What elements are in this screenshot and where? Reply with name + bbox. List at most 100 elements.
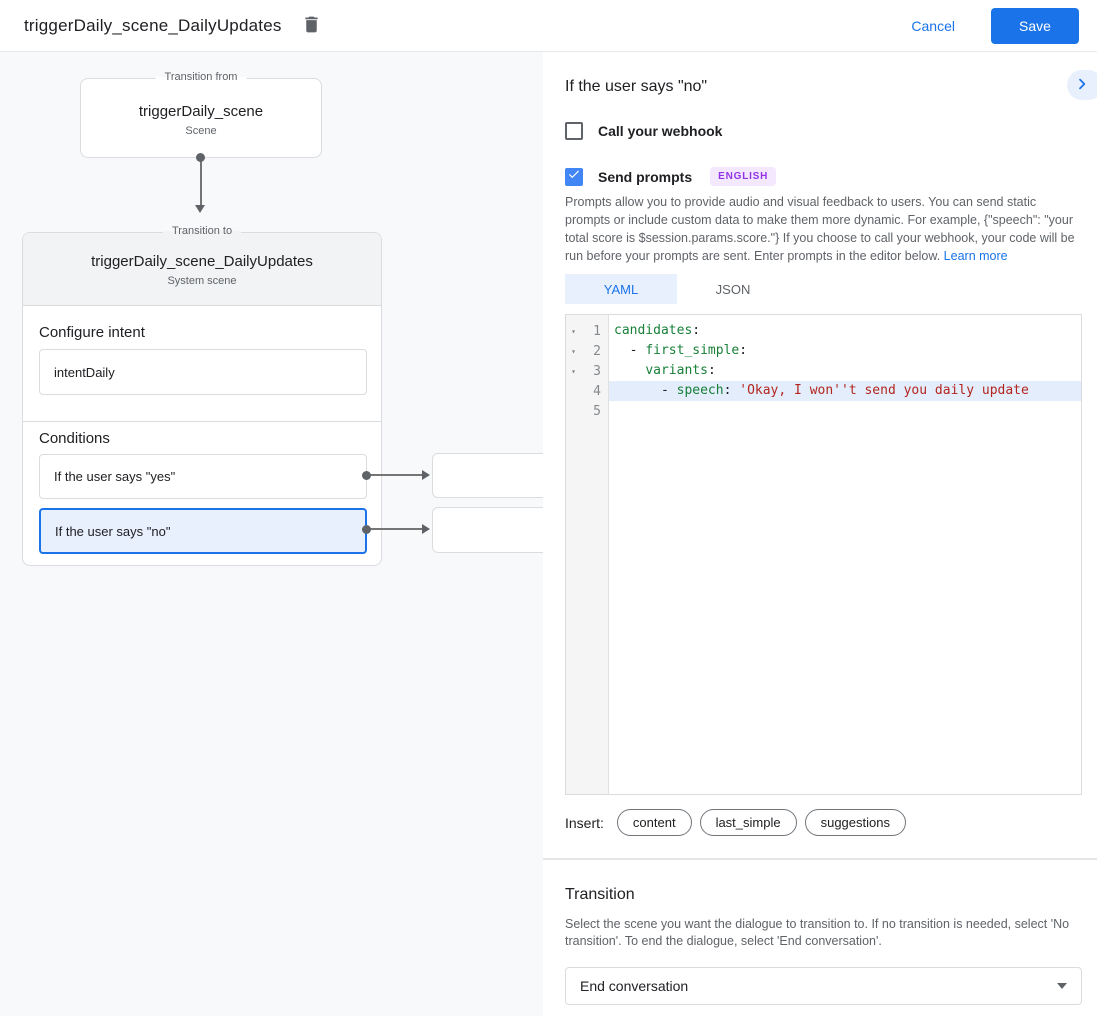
gutter-line: ▾ 2 — [566, 341, 608, 361]
gutter-line: 5 — [566, 401, 608, 421]
condition-no-label: If the user says "no" — [55, 523, 171, 539]
gutter-line: 4 — [566, 381, 608, 401]
line-number: 2 — [593, 343, 601, 359]
intent-value: intentDaily — [54, 364, 115, 380]
flow-canvas: Transition from triggerDaily_scene Scene… — [0, 52, 543, 1016]
panel-title: If the user says "no" — [565, 78, 708, 95]
connector-line — [200, 158, 202, 206]
checkmark-icon — [567, 167, 581, 186]
prompts-description: Prompts allow you to provide audio and v… — [565, 193, 1082, 265]
line-number: 1 — [593, 323, 601, 339]
dropdown-caret-icon — [1057, 983, 1067, 989]
from-scene-name: triggerDaily_scene — [138, 103, 264, 120]
yaml-punct: : — [707, 363, 716, 378]
send-prompts-row: Send prompts ENGLISH — [565, 167, 777, 186]
yaml-key: first_simple — [645, 343, 740, 358]
condition-no-dot — [362, 525, 371, 534]
insert-chip-content[interactable]: content — [616, 809, 692, 836]
condition-yes-label: If the user says "yes" — [54, 469, 176, 484]
yaml-punct: : — [723, 383, 740, 398]
yaml-indent — [614, 383, 661, 398]
condition-no-line — [369, 528, 423, 530]
line-number: 4 — [593, 383, 601, 399]
cancel-button[interactable]: Cancel — [911, 17, 955, 34]
tab-json[interactable]: JSON — [715, 281, 751, 297]
transition-dropdown-value: End conversation — [580, 978, 689, 994]
code-line — [609, 401, 1081, 421]
editor-format-tabs: YAML JSON — [565, 274, 789, 304]
yaml-punct: - — [660, 383, 677, 398]
configure-intent-label: Configure intent — [39, 324, 145, 341]
yaml-punct: : — [692, 323, 701, 338]
gutter-line: ▾ 1 — [566, 321, 608, 341]
transition-from-node[interactable]: Transition from triggerDaily_scene Scene — [80, 71, 322, 158]
yaml-punct: - — [629, 343, 646, 358]
connector-dot — [196, 153, 205, 162]
yaml-string: 'Okay, I won''t send you daily update — [739, 383, 1029, 398]
condition-yes-line — [369, 474, 423, 476]
prompts-description-text: Prompts allow you to provide audio and v… — [565, 195, 1075, 263]
to-scene-type: System scene — [167, 275, 237, 287]
webhook-row: Call your webhook — [565, 122, 722, 140]
fold-toggle-icon[interactable]: ▾ — [571, 366, 576, 376]
transition-section-title: Transition — [565, 886, 635, 903]
code-line: - first_simple: — [609, 341, 1081, 361]
transition-description: Select the scene you want the dialogue t… — [565, 917, 1070, 948]
send-prompts-label: Send prompts — [598, 168, 693, 185]
code-line: candidates: — [609, 321, 1081, 341]
from-scene-type: Scene — [185, 125, 217, 137]
condition-yes-arrowhead — [422, 470, 430, 480]
yaml-code-editor[interactable]: ▾ 1 ▾ 2 ▾ 3 4 5 — [565, 314, 1082, 795]
condition-detail-panel: If the user says "no" Call your webhook … — [543, 52, 1097, 1016]
yaml-indent — [614, 343, 630, 358]
intent-field[interactable]: intentDaily — [39, 349, 367, 395]
webhook-checkbox[interactable] — [565, 122, 583, 140]
condition-no-arrowhead — [422, 524, 430, 534]
yaml-indent — [614, 363, 645, 378]
save-button[interactable]: Save — [991, 7, 1079, 44]
transition-to-node: Transition to triggerDaily_scene_DailyUp… — [22, 225, 382, 566]
fold-toggle-icon[interactable]: ▾ — [571, 346, 576, 356]
code-line-highlighted: - speech: 'Okay, I won''t send you daily… — [609, 381, 1081, 401]
node-divider — [23, 421, 381, 422]
condition-yes-target-node[interactable] — [432, 453, 543, 498]
header-bar: triggerDaily_scene_DailyUpdates Cancel S… — [0, 0, 1097, 52]
to-scene-header[interactable]: triggerDaily_scene_DailyUpdates System s… — [23, 233, 381, 306]
condition-row-no[interactable]: If the user says "no" — [39, 508, 367, 554]
condition-row-yes[interactable]: If the user says "yes" — [39, 454, 367, 499]
yaml-key: candidates — [614, 323, 693, 338]
condition-no-target-node[interactable] — [432, 507, 543, 553]
yaml-key: speech — [676, 383, 724, 398]
to-scene-name: triggerDaily_scene_DailyUpdates — [91, 253, 313, 270]
page-title: triggerDaily_scene_DailyUpdates — [24, 15, 282, 35]
yaml-punct: : — [739, 343, 748, 358]
tab-yaml[interactable]: YAML — [565, 274, 677, 304]
chevron-right-icon — [1074, 76, 1090, 95]
collapse-panel-button[interactable] — [1067, 70, 1097, 100]
connector-arrowhead — [195, 205, 205, 213]
editor-gutter: ▾ 1 ▾ 2 ▾ 3 4 5 — [566, 315, 609, 794]
insert-chip-last-simple[interactable]: last_simple — [699, 809, 797, 836]
trash-icon — [301, 14, 322, 38]
editor-code-area[interactable]: candidates: - first_simple: variants: - … — [609, 315, 1081, 794]
transition-from-legend: Transition from — [155, 71, 247, 83]
insert-chip-suggestions[interactable]: suggestions — [804, 809, 906, 836]
line-number: 5 — [593, 403, 601, 419]
line-number: 3 — [593, 363, 601, 379]
conditions-label: Conditions — [39, 430, 110, 447]
condition-yes-dot — [362, 471, 371, 480]
code-line: variants: — [609, 361, 1081, 381]
yaml-key: variants — [645, 363, 708, 378]
webhook-label: Call your webhook — [598, 123, 723, 139]
delete-button[interactable] — [300, 14, 324, 38]
fold-toggle-icon[interactable]: ▾ — [571, 326, 576, 336]
transition-dropdown[interactable]: End conversation — [565, 967, 1082, 1005]
learn-more-link[interactable]: Learn more — [943, 249, 1008, 263]
insert-row: Insert: content last_simple suggestions — [565, 809, 914, 836]
language-badge: ENGLISH — [710, 167, 777, 186]
transition-to-legend: Transition to — [162, 225, 242, 237]
gutter-line: ▾ 3 — [566, 361, 608, 381]
send-prompts-checkbox[interactable] — [565, 167, 583, 186]
insert-label: Insert: — [565, 814, 604, 831]
